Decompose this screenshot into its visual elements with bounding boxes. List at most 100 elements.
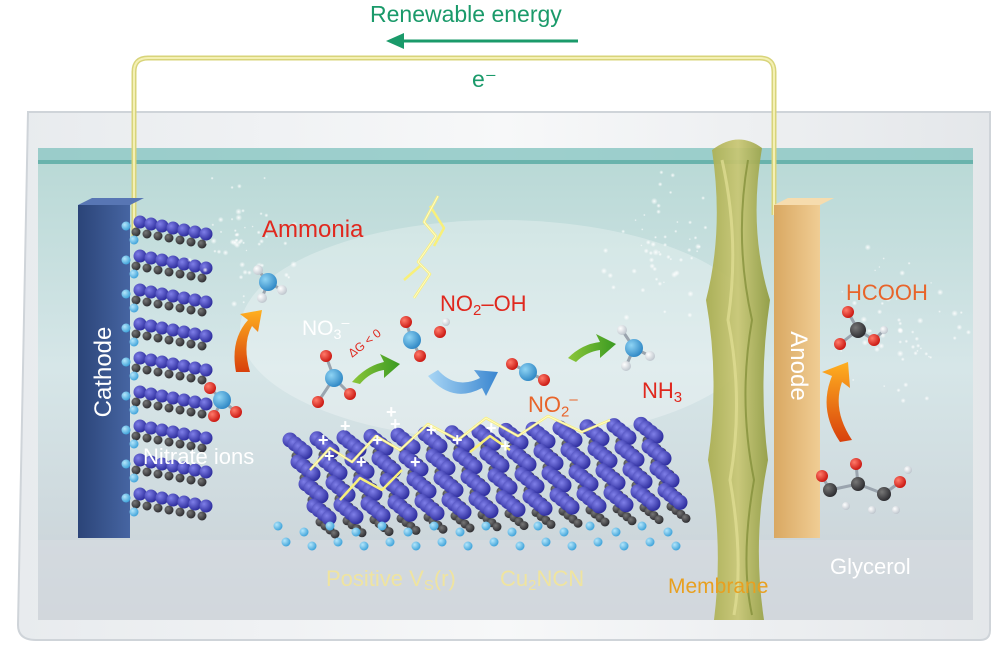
nitrogen-atom <box>333 537 343 547</box>
nitrogen-atom <box>611 527 621 537</box>
copper-atom <box>456 504 472 520</box>
membrane <box>706 139 770 620</box>
copper-atom <box>166 459 180 473</box>
carbon-atom <box>153 367 163 377</box>
bubble <box>238 274 244 280</box>
carbon-atom <box>153 401 163 411</box>
copper-atom <box>188 361 202 375</box>
oxygen-atom <box>400 316 412 328</box>
copper-atom <box>144 251 158 265</box>
nitrate-formula-sup: – <box>341 315 350 331</box>
plus-sign: + <box>324 446 335 466</box>
copper-atom <box>144 387 158 401</box>
nitrogen-atom <box>481 521 491 531</box>
positive-vs-label: Positive VS(r) <box>326 568 456 594</box>
carbon-atom <box>142 501 152 511</box>
copper-atom <box>155 287 169 301</box>
bubble <box>910 344 916 350</box>
lightning-glow <box>309 195 611 471</box>
bubble <box>695 249 699 253</box>
oxygen-atom <box>506 358 518 370</box>
copper-atom <box>155 389 169 403</box>
hcooh-label: HCOOH <box>846 280 928 305</box>
nitrite-base: NO <box>528 392 561 418</box>
bubble <box>251 225 254 228</box>
carbon-atom <box>197 341 207 351</box>
bubble <box>657 281 663 287</box>
carbon-atom <box>131 295 141 305</box>
carbon-atom <box>164 471 174 481</box>
nitrogen-atom <box>437 537 447 547</box>
nitrogen-atom <box>325 369 343 387</box>
ammonia-label: Ammonia <box>262 216 364 243</box>
oxygen-atom <box>230 406 242 418</box>
nitrogen-atom <box>129 439 139 449</box>
carbon-atom <box>131 363 141 373</box>
carbon-atom <box>600 517 610 527</box>
bubble <box>235 214 243 222</box>
cu2ncn-label: Cu2NCN <box>500 568 584 594</box>
bubble <box>959 311 963 315</box>
bubble <box>703 225 708 230</box>
bubble <box>880 301 885 306</box>
carbon-atom <box>186 271 196 281</box>
nitrogen-atom <box>121 289 131 299</box>
nitrogen-atom <box>515 541 525 551</box>
copper-atom <box>199 295 213 309</box>
copper-atom <box>133 385 147 399</box>
plus-sign: + <box>318 430 329 450</box>
carbon-atom <box>186 475 196 485</box>
nh3-base: NH <box>642 378 674 403</box>
nitrogen-atom <box>129 303 139 313</box>
copper-atom <box>166 391 180 405</box>
carbon-atom <box>153 231 163 241</box>
bubble <box>230 185 234 190</box>
oxygen-atom <box>538 374 550 386</box>
carbon-atom <box>654 515 664 525</box>
bubble <box>694 243 702 250</box>
bubble <box>900 398 906 404</box>
bubble <box>229 239 236 246</box>
carbon-atom <box>186 339 196 349</box>
copper-atom <box>672 494 688 510</box>
carbon-atom <box>197 273 207 283</box>
oxygen-atom <box>834 338 846 350</box>
copper-atom <box>618 497 634 513</box>
copper-atom <box>199 465 213 479</box>
bubble <box>256 230 261 235</box>
copper-atom <box>144 455 158 469</box>
nitrate-formula-base: NO <box>302 316 334 340</box>
carbon-atom <box>142 229 152 239</box>
carbon-atom <box>164 267 174 277</box>
bubble <box>938 310 941 313</box>
copper-atom <box>144 353 158 367</box>
positive-vs-sub: S <box>423 577 434 595</box>
bubble <box>233 229 237 233</box>
copper-atom <box>166 493 180 507</box>
copper-atom <box>155 457 169 471</box>
no2-oh-rest: –OH <box>481 291 527 316</box>
hydrogen-atom <box>645 351 655 361</box>
copper-atom <box>199 363 213 377</box>
copper-atom <box>144 421 158 435</box>
carbon-atom <box>877 487 891 501</box>
carbon-atom <box>142 297 152 307</box>
bubble <box>217 216 224 223</box>
bubble <box>693 235 698 240</box>
carbon-atom <box>573 518 583 528</box>
carbon-atom <box>153 503 163 513</box>
copper-atom <box>177 461 191 475</box>
bubble <box>936 289 944 296</box>
bubble <box>211 223 215 227</box>
plus-sign: + <box>426 420 437 440</box>
bubble <box>259 238 265 244</box>
bubble <box>663 242 668 247</box>
bubble <box>648 257 655 263</box>
bubble <box>878 342 885 350</box>
bubble <box>213 249 217 253</box>
copper-atom <box>510 502 526 518</box>
copper-atom <box>166 357 180 371</box>
copper-atom <box>645 496 661 512</box>
bubble <box>689 256 694 260</box>
carbon-atom <box>186 509 196 519</box>
